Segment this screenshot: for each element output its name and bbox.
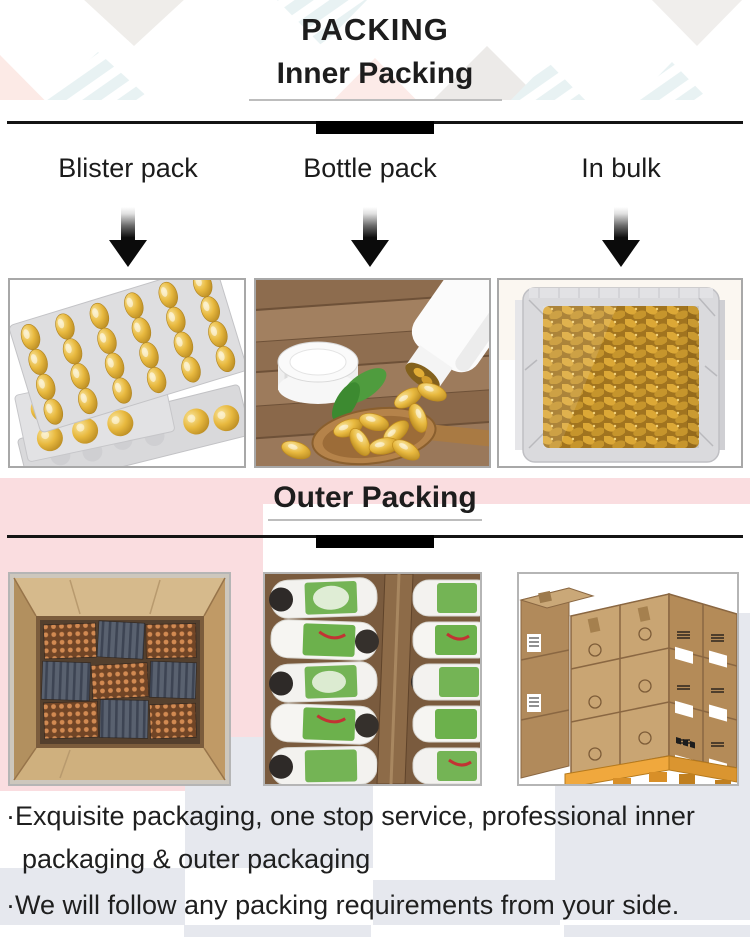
- label-blister-pack: Blister pack: [58, 153, 198, 183]
- bottle-cap: [277, 341, 359, 404]
- grey-bottom-block-b: [564, 925, 750, 937]
- grey-left-block: [0, 868, 185, 925]
- down-arrow-icon: [109, 207, 147, 267]
- bottle-cartons-image: [263, 572, 482, 786]
- divider-bar-top: [316, 121, 434, 134]
- blister-pack-image: [8, 278, 246, 468]
- grey-mid-block: [373, 880, 560, 925]
- bulk-bag-image: [497, 278, 743, 468]
- packing-notes: ·Exquisite packaging, one stop service, …: [6, 795, 748, 928]
- pallet: [564, 755, 737, 784]
- label-in-bulk: In bulk: [581, 153, 661, 183]
- triangle-banner: [0, 0, 750, 100]
- inner-title-underline: [249, 99, 502, 101]
- outer-packing-title: Outer Packing: [273, 481, 477, 514]
- down-arrow-icon: [351, 207, 389, 267]
- note-line-2: ·We will follow any packing requirements…: [6, 890, 680, 921]
- pallet-cartons-image: [517, 572, 739, 786]
- page-title: PACKING: [301, 12, 449, 47]
- down-arrow-icon: [602, 207, 640, 267]
- rear-stack: [519, 587, 595, 779]
- bottle-pack-image: [254, 278, 491, 468]
- carton-blisters-image: [8, 572, 231, 786]
- grey-bottom-block-a: [184, 925, 371, 937]
- note-line-1: ·Exquisite packaging, one stop service, …: [6, 801, 695, 875]
- label-bottle-pack: Bottle pack: [303, 153, 437, 183]
- outer-title-underline: [268, 519, 482, 521]
- right-stack: [411, 579, 480, 784]
- left-stack: [269, 577, 379, 784]
- divider-bar-outer: [316, 535, 434, 548]
- inner-packing-title: Inner Packing: [276, 57, 474, 90]
- labels: [675, 631, 727, 776]
